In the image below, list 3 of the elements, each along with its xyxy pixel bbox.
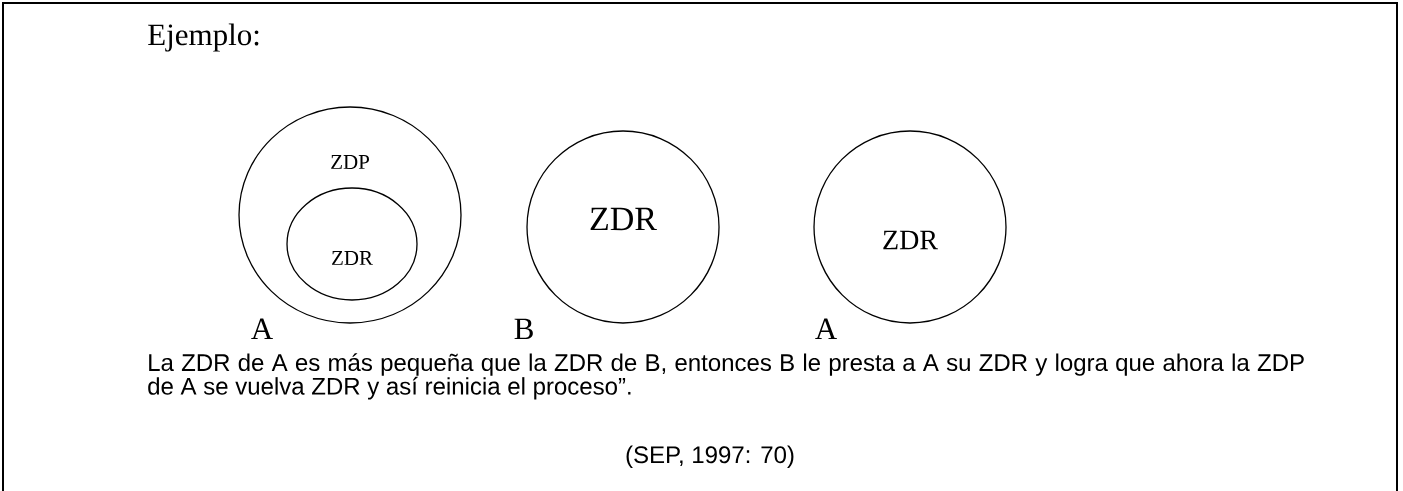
paragraph: La ZDR de A es más pequeña que la ZDR de B, entonces B le presta a A su ZDR y logra que ahora la ZDP de A se vuelva ZDR y así reinicia el proceso”. bbox=[148, 353, 1304, 400]
heading: Ejemplo: bbox=[148, 23, 259, 52]
citation: (SEP, 1997: 70) bbox=[626, 445, 794, 468]
